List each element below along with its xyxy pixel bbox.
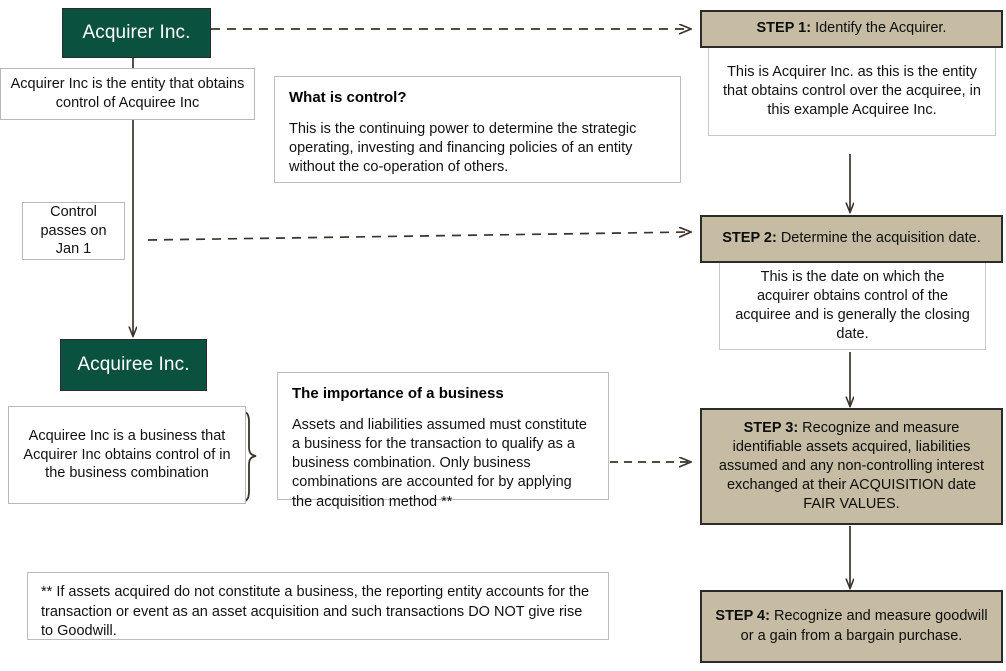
- entity-box-acquirer[interactable]: Acquirer Inc.: [62, 8, 211, 58]
- panel-importance-of-business: The importance of a business Assets and …: [277, 372, 609, 510]
- note-acquiree-description: Acquiree Inc is a business that Acquirer…: [8, 406, 246, 504]
- connector-control-to-step2: [147, 232, 690, 241]
- panel-what-is-control: What is control? This is the continuing …: [274, 76, 681, 183]
- step-1-header[interactable]: STEP 1: Identify the Acquirer.: [700, 10, 1003, 48]
- step-3-title: Recognize and measure identifiable asset…: [718, 419, 985, 513]
- entity-box-acquiree[interactable]: Acquiree Inc.: [60, 339, 207, 391]
- step-3-number: STEP 3:: [743, 419, 799, 436]
- step-3-header[interactable]: STEP 3: Recognize and measure identifiab…: [700, 408, 1003, 525]
- step-1-title: Identify the Acquirer.: [811, 20, 947, 37]
- step-2-number: STEP 2:: [722, 230, 777, 247]
- note-control-passes-text: Control passes on Jan 1: [40, 204, 107, 258]
- step-2-body: This is the date on which the acquirer o…: [719, 263, 986, 350]
- entity-label-acquirer: Acquirer Inc.: [82, 22, 191, 43]
- step-4-number: STEP 4:: [715, 608, 770, 625]
- note-acquirer-description-text: Acquirer Inc is the entity that obtains …: [10, 76, 245, 111]
- footnote-text: ** If assets acquired do not constitute …: [41, 584, 590, 640]
- footnote-box: ** If assets acquired do not constitute …: [27, 572, 609, 640]
- panel-what-is-control-body: This is the continuing power to determin…: [289, 121, 637, 176]
- step-1-body-text: This is Acquirer Inc. as this is the ent…: [723, 64, 981, 118]
- step-2-title: Determine the acquisition date.: [776, 230, 981, 247]
- step-2-body-text: This is the date on which the acquirer o…: [735, 269, 970, 342]
- panel-importance-of-business-body: Assets and liabilities assumed must cons…: [292, 417, 587, 510]
- note-acquirer-description: Acquirer Inc is the entity that obtains …: [0, 68, 255, 120]
- note-control-passes: Control passes on Jan 1: [22, 202, 125, 260]
- panel-importance-of-business-heading: The importance of a business: [292, 385, 504, 402]
- step-1-body: This is Acquirer Inc. as this is the ent…: [708, 48, 996, 136]
- step-4-header[interactable]: STEP 4: Recognize and measure goodwill o…: [700, 590, 1003, 663]
- entity-label-acquiree: Acquiree Inc.: [77, 354, 190, 375]
- step-2-header[interactable]: STEP 2: Determine the acquisition date.: [700, 215, 1003, 263]
- panel-what-is-control-heading: What is control?: [289, 89, 407, 106]
- step-4-title: Recognize and measure goodwill or a gain…: [740, 608, 988, 644]
- step-1-number: STEP 1:: [756, 20, 812, 37]
- note-acquiree-description-text: Acquiree Inc is a business that Acquirer…: [23, 428, 231, 482]
